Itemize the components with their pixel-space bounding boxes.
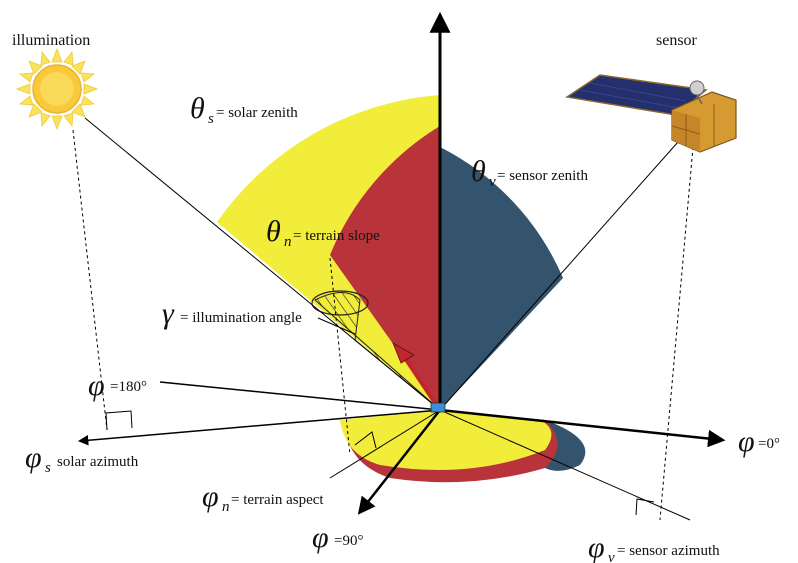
svg-text:θ: θ (266, 215, 281, 248)
svg-text:n: n (222, 499, 230, 515)
svg-text:=90°: =90° (334, 533, 363, 549)
terrain-slope-label: θ n = terrain slope (266, 215, 380, 250)
satellite-antenna (689, 80, 705, 96)
phi-0-label: φ =0° (738, 425, 780, 458)
svg-text:= sensor zenith: = sensor zenith (497, 168, 588, 184)
svg-text:= solar zenith: = solar zenith (216, 105, 298, 121)
phi-0-axis (439, 408, 726, 448)
svg-text:v: v (489, 174, 496, 190)
right-angle-sun (105, 410, 133, 431)
illumination-label: illumination (12, 32, 90, 49)
illumination-angle-pointer (317, 317, 356, 335)
sensor-azimuth-line (439, 409, 691, 521)
solar-azimuth-sector (340, 410, 552, 470)
solar-azimuth-label: φ s solar azimuth (25, 441, 139, 476)
svg-text:=0°: =0° (758, 436, 780, 452)
terrain-normal-arrow (392, 342, 439, 408)
svg-text:φ: φ (88, 369, 105, 402)
svg-text:s: s (45, 460, 51, 476)
svg-text:= sensor azimuth: = sensor azimuth (617, 543, 720, 559)
phi-180-label: φ =180° (88, 369, 147, 402)
right-angle-terrain (354, 431, 377, 449)
svg-text:n: n (284, 234, 292, 250)
solar-zenith-label: θ s = solar zenith (190, 92, 298, 127)
svg-text:= terrain slope: = terrain slope (293, 228, 380, 244)
sight-lines (72, 117, 694, 521)
solar-azimuth-axis (77, 409, 441, 446)
svg-text:=180°: =180° (110, 379, 147, 395)
sensor-zenith-label: θ v = sensor zenith (471, 155, 588, 190)
right-angle-sensor (635, 498, 655, 516)
svg-text:φ: φ (738, 425, 755, 458)
illumination-angle-hatch (314, 292, 441, 411)
axes (77, 11, 726, 515)
zenith-sectors (217, 95, 563, 410)
sun-projection-dashed (72, 129, 108, 431)
phi-90-label: φ =90° (312, 521, 363, 554)
satellite-icon (565, 74, 737, 153)
sensor-ray-line (439, 132, 687, 411)
sensor-projection-dashed (659, 146, 694, 521)
svg-text:v: v (608, 550, 615, 563)
svg-text:φ: φ (202, 480, 219, 513)
terrain-aspect-line (329, 409, 441, 479)
svg-text:γ: γ (162, 297, 175, 330)
phi-90-axis (357, 409, 441, 515)
svg-text:= illumination angle: = illumination angle (180, 310, 302, 326)
svg-text:θ: θ (190, 92, 205, 125)
svg-text:solar azimuth: solar azimuth (57, 454, 139, 470)
phi-180-axis (159, 381, 441, 411)
svg-text:θ: θ (471, 155, 486, 188)
sun-ray-line (84, 117, 441, 411)
illumination-angle-ellipse (311, 290, 369, 316)
svg-text:s: s (208, 111, 214, 127)
sensor-label: sensor (656, 32, 698, 49)
terrain-aspect-label: φ n = terrain aspect (202, 480, 324, 515)
svg-text:φ: φ (588, 531, 605, 563)
svg-text:φ: φ (25, 441, 42, 474)
svg-text:= terrain aspect: = terrain aspect (231, 492, 324, 508)
terrain-slope-sector (330, 126, 440, 410)
illumination-angle-label: γ = illumination angle (162, 297, 302, 330)
origin-marker (430, 402, 446, 413)
svg-text:φ: φ (312, 521, 329, 554)
sun-icon (15, 47, 99, 131)
sensor-zenith-sector (440, 147, 563, 410)
sensor-azimuth-label: φ v = sensor azimuth (588, 531, 720, 563)
